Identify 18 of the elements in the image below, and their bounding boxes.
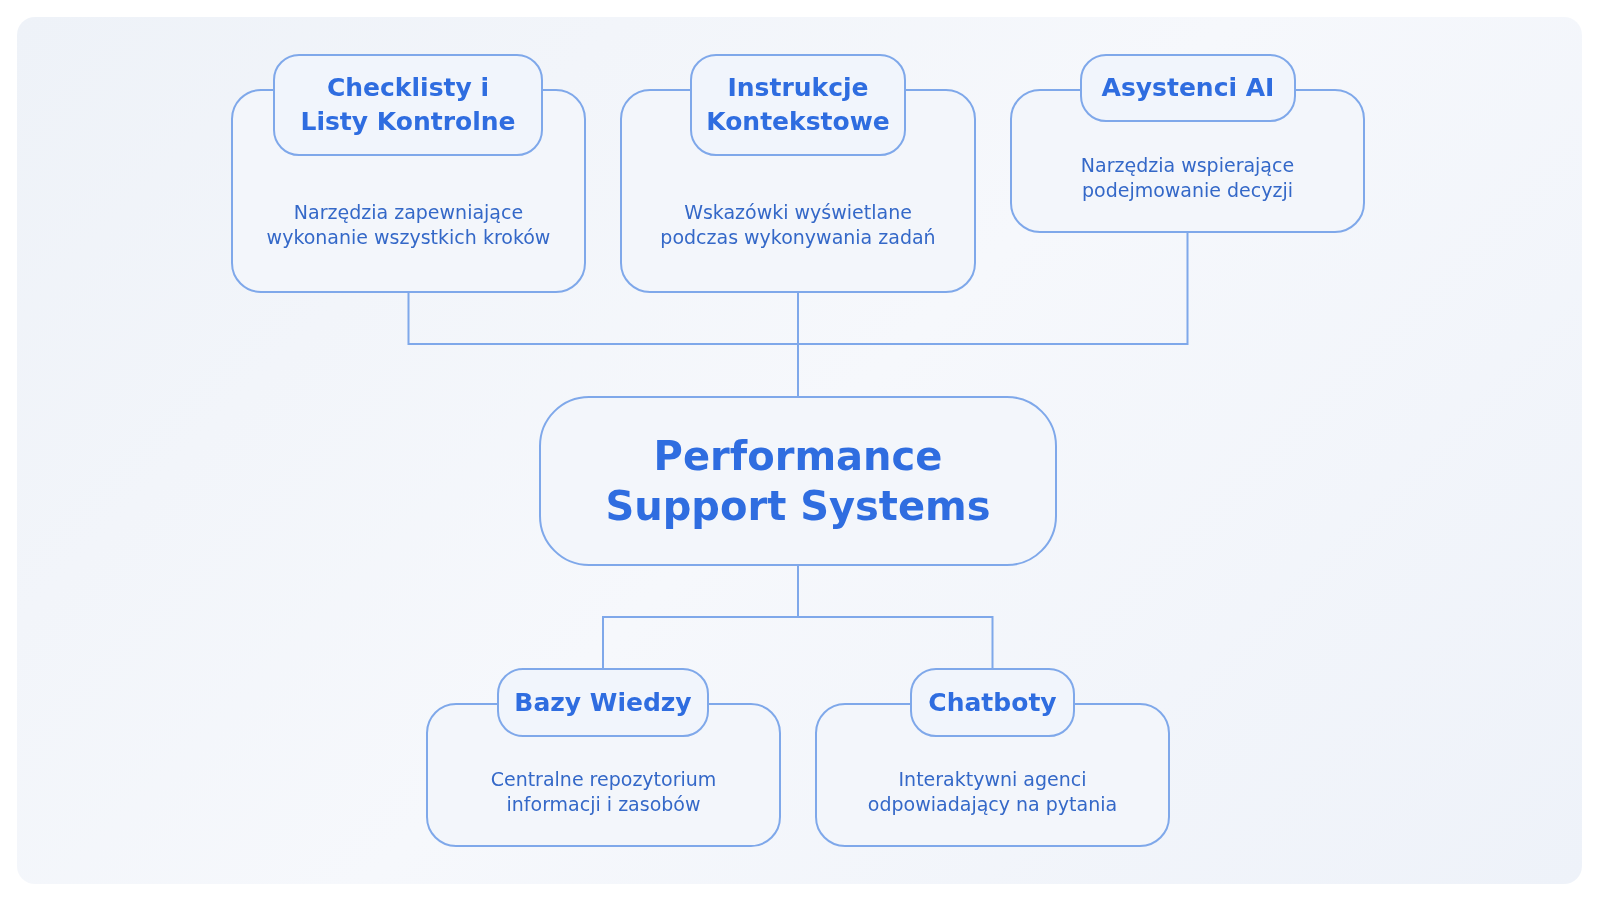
heading-text: Bazy Wiedzy <box>514 686 692 719</box>
heading-pill <box>690 54 906 156</box>
description-text: Narzędzia wspierające podejmowanie decyzji <box>1079 152 1296 203</box>
heading-pill <box>1080 54 1296 122</box>
heading-pill <box>497 668 709 737</box>
heading-text: Asystenci AI <box>1101 72 1275 104</box>
description-text: Centralne repozytorium informacji i zasobów <box>489 767 718 817</box>
description-text: Narzędzia zapewniające wykonanie wszystkich kroków <box>265 199 552 250</box>
heading-text: Checklisty i Listy Kontrolne <box>299 72 517 138</box>
description-text: Interaktywni agenci odpowiadający na pytania <box>866 767 1119 817</box>
description-text: Wskazówki wyświetlane podczas wykonywania zadań <box>659 199 937 250</box>
heading-pill <box>910 668 1075 737</box>
central-box <box>539 396 1057 566</box>
central-title: Performance Support Systems <box>604 432 992 531</box>
heading-pill <box>273 54 543 156</box>
heading-text: Instrukcje Kontekstowe <box>706 72 890 138</box>
heading-text: Chatboty <box>928 686 1057 719</box>
connector-line <box>797 565 994 669</box>
